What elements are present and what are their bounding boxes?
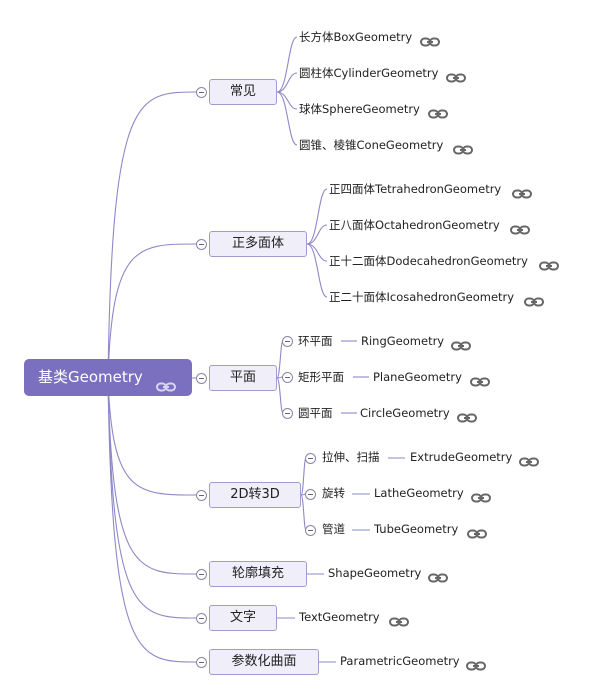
- branch-line: [107, 377, 198, 619]
- leaf-sphere-geometry[interactable]: 球体SphereGeometry: [299, 102, 420, 116]
- collapse-toggle[interactable]: [305, 525, 316, 536]
- leaf-text-geometry[interactable]: TextGeometry: [299, 610, 380, 624]
- leaf-cone-geometry[interactable]: 圆锥、棱锥ConeGeometry: [299, 138, 444, 152]
- collapse-toggle[interactable]: [196, 657, 207, 668]
- collapse-toggle[interactable]: [305, 453, 316, 464]
- link-icon[interactable]: [428, 569, 448, 583]
- collapse-toggle[interactable]: [196, 613, 207, 624]
- topic-label: 常见: [229, 84, 256, 99]
- leaf-octahedron-geometry[interactable]: 正八面体OctahedronGeometry: [329, 218, 500, 232]
- link-icon[interactable]: [156, 370, 176, 392]
- sub-line: [276, 377, 284, 414]
- link-icon[interactable]: [510, 221, 530, 235]
- topic-parametric[interactable]: 参数化曲面: [209, 649, 319, 675]
- leaf-shape-geometry[interactable]: ShapeGeometry: [328, 566, 422, 580]
- collapse-toggle[interactable]: [282, 336, 293, 347]
- topic-label: 正多面体: [231, 236, 284, 251]
- topic-polyhedra[interactable]: 正多面体: [209, 231, 307, 257]
- leaf-icosahedron-geometry[interactable]: 正二十面体IcosahedronGeometry: [329, 290, 515, 304]
- link-icon[interactable]: [467, 525, 487, 539]
- topic-label: 平面: [229, 370, 256, 385]
- link-icon[interactable]: [457, 409, 477, 423]
- link-icon[interactable]: [453, 141, 473, 155]
- topic-label: 文字: [229, 610, 256, 625]
- topic-2d-to-3d[interactable]: 2D转3D: [209, 482, 301, 508]
- leaf-plane-geometry[interactable]: PlaneGeometry: [373, 370, 462, 384]
- topic-plane[interactable]: 平面: [209, 365, 277, 391]
- subtopic-circle-plane[interactable]: 圆平面: [298, 406, 333, 420]
- collapse-toggle[interactable]: [196, 569, 207, 580]
- subtopic-ring-plane[interactable]: 环平面: [298, 334, 333, 348]
- branch-line: [107, 91, 198, 379]
- topic-text[interactable]: 文字: [209, 605, 277, 631]
- topic-label: 参数化曲面: [231, 654, 297, 669]
- link-icon[interactable]: [519, 453, 539, 467]
- sub-line: [300, 457, 307, 496]
- branch-line: [107, 377, 198, 663]
- subtopic-extrude[interactable]: 拉伸、扫描: [322, 450, 380, 464]
- collapse-toggle[interactable]: [196, 239, 207, 250]
- subtopic-tube[interactable]: 管道: [322, 522, 345, 536]
- leaf-parametric-geometry[interactable]: ParametricGeometry: [340, 654, 460, 668]
- collapse-toggle[interactable]: [196, 373, 207, 384]
- root-node[interactable]: 基类Geometry: [24, 359, 192, 396]
- link-icon[interactable]: [446, 69, 466, 83]
- root-label: 基类Geometry: [38, 368, 143, 386]
- branch-line: [107, 377, 198, 496]
- link-icon[interactable]: [470, 373, 490, 387]
- sub-line: [300, 494, 307, 531]
- link-icon[interactable]: [466, 657, 486, 671]
- leaf-line: [306, 224, 328, 245]
- topic-label: 2D转3D: [230, 487, 280, 502]
- leaf-line: [276, 36, 298, 93]
- leaf-line: [276, 72, 298, 93]
- subtopic-lathe[interactable]: 旋转: [322, 486, 345, 500]
- link-icon[interactable]: [524, 293, 544, 307]
- link-icon[interactable]: [539, 257, 559, 271]
- link-icon[interactable]: [471, 489, 491, 503]
- leaf-box-geometry[interactable]: 长方体BoxGeometry: [299, 30, 413, 44]
- topic-shape[interactable]: 轮廓填充: [209, 561, 307, 587]
- leaf-circle-geometry[interactable]: CircleGeometry: [360, 406, 450, 420]
- leaf-line: [276, 91, 298, 110]
- link-icon[interactable]: [420, 33, 440, 47]
- topic-label: 轮廓填充: [231, 566, 284, 581]
- leaf-ring-geometry[interactable]: RingGeometry: [361, 334, 445, 348]
- leaf-cylinder-geometry[interactable]: 圆柱体CylinderGeometry: [299, 66, 439, 80]
- link-icon[interactable]: [451, 337, 471, 351]
- leaf-line: [306, 188, 328, 245]
- leaf-tube-geometry[interactable]: TubeGeometry: [374, 522, 459, 536]
- link-icon[interactable]: [389, 613, 409, 627]
- topic-common[interactable]: 常见: [209, 79, 277, 105]
- leaf-tetrahedron-geometry[interactable]: 正四面体TetrahedronGeometry: [329, 182, 502, 196]
- collapse-toggle[interactable]: [196, 490, 207, 501]
- leaf-dodecahedron-geometry[interactable]: 正十二面体DodecahedronGeometry: [329, 254, 528, 268]
- collapse-toggle[interactable]: [282, 372, 293, 383]
- link-icon[interactable]: [428, 105, 448, 119]
- collapse-toggle[interactable]: [282, 408, 293, 419]
- sub-line: [276, 340, 284, 379]
- leaf-line: [306, 243, 328, 262]
- leaf-extrude-geometry[interactable]: ExtrudeGeometry: [410, 450, 513, 464]
- leaf-lathe-geometry[interactable]: LatheGeometry: [374, 486, 464, 500]
- collapse-toggle[interactable]: [305, 489, 316, 500]
- leaf-line: [306, 243, 328, 298]
- leaf-line: [276, 91, 298, 146]
- branch-line: [107, 377, 198, 575]
- collapse-toggle[interactable]: [196, 87, 207, 98]
- branch-line: [107, 243, 198, 379]
- link-icon[interactable]: [512, 185, 532, 199]
- subtopic-rect-plane[interactable]: 矩形平面: [298, 370, 344, 384]
